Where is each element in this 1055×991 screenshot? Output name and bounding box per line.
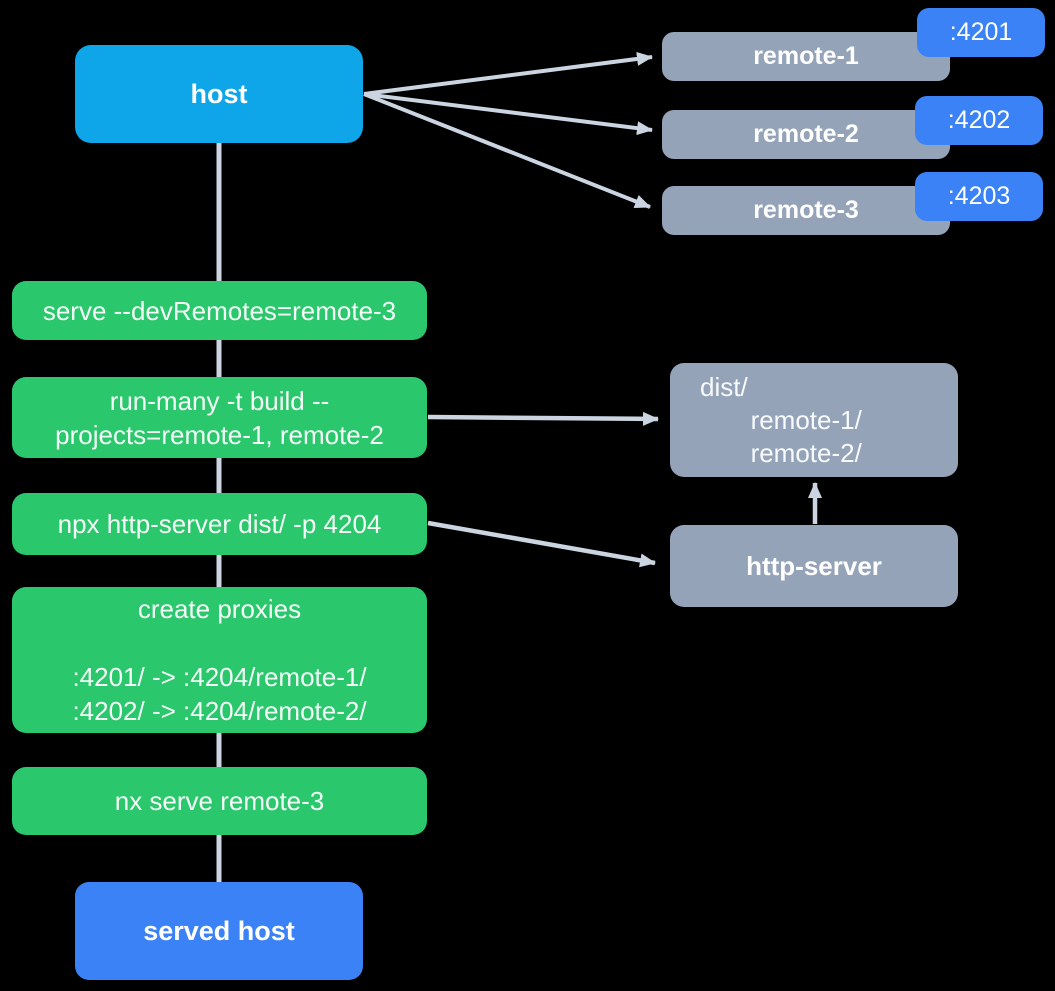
port-badge-4203: :4203 xyxy=(915,172,1043,221)
command-create-proxies: create proxies :4201/ -> :4204/remote-1/… xyxy=(12,587,427,733)
command-http-server: npx http-server dist/ -p 4204 xyxy=(12,493,427,555)
http-server-node: http-server xyxy=(670,525,958,607)
remote-3-node: remote-3 xyxy=(662,186,950,235)
edge-host-to-remote-3 xyxy=(363,92,651,209)
command-nx-serve: nx serve remote-3 xyxy=(12,767,427,835)
edge-host-to-remote-1 xyxy=(363,51,653,96)
edge-http-server-cmd-to-http-server xyxy=(427,520,656,568)
port-badge-4201: :4201 xyxy=(917,8,1045,57)
command-serve: serve --devRemotes=remote-3 xyxy=(12,281,427,340)
edge-host-to-remote-2 xyxy=(363,92,653,136)
port-badge-4202: :4202 xyxy=(915,96,1043,145)
dist-folder-node: dist/ remote-1/ remote-2/ xyxy=(670,363,958,477)
remote-1-node: remote-1 xyxy=(662,32,950,81)
edge-run-many-to-dist xyxy=(427,411,659,426)
host-node: host xyxy=(75,45,363,143)
command-run-many: run-many -t build -- projects=remote-1, … xyxy=(12,377,427,458)
served-host-node: served host xyxy=(75,882,363,980)
remote-2-node: remote-2 xyxy=(662,110,950,159)
